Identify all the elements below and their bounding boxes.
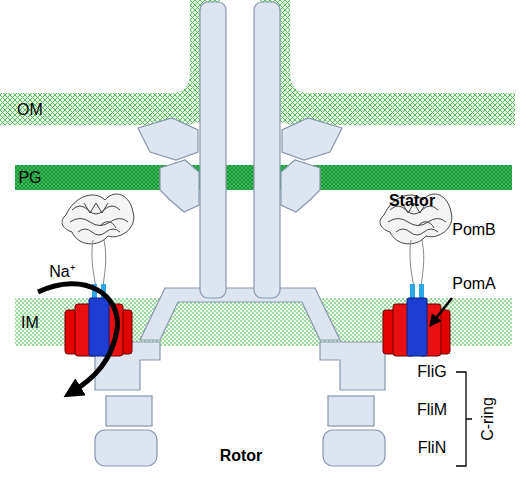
- group-bracket: [456, 372, 472, 466]
- protein-label: FliM: [417, 402, 447, 418]
- protein-label: PomA: [452, 276, 496, 292]
- pointer-arrow: [433, 298, 452, 322]
- group-label: C-ring: [480, 397, 496, 441]
- protein-label: FliN: [418, 440, 446, 456]
- rotor-structure: [95, 2, 385, 466]
- part-label: Rotor: [220, 448, 263, 464]
- protein-label: FliG: [417, 364, 446, 380]
- protein-label: PomB: [452, 222, 496, 238]
- stator-unit: [380, 194, 452, 356]
- membrane-label: PG: [18, 170, 41, 186]
- membrane-label: IM: [21, 315, 39, 331]
- membrane-label: OM: [17, 102, 43, 118]
- ion-flow-arrow: [38, 284, 117, 392]
- part-label: Stator: [389, 193, 435, 209]
- ion-label: Na⁺: [49, 264, 74, 280]
